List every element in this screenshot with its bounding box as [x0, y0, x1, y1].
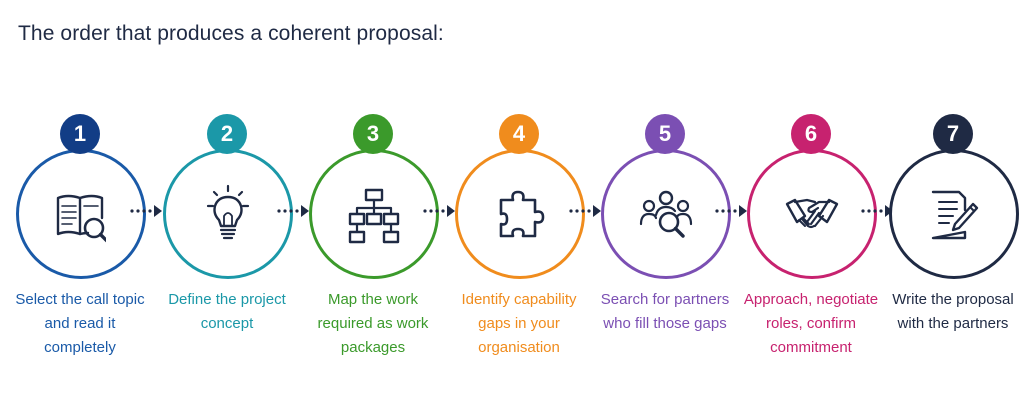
- step-4: 4 Identify capability gaps in your organ…: [448, 0, 594, 404]
- arrow-connector: [130, 205, 162, 217]
- arrow-connector: [423, 205, 455, 217]
- book-search-icon: [56, 194, 106, 243]
- step-3: 3 Map the work required as work packages: [302, 0, 448, 404]
- step-number-badge: 5: [645, 114, 685, 154]
- step-1: 1 Select the call topic and read it comp…: [9, 0, 155, 404]
- step-label: Approach, negotiate roles, confirm commi…: [743, 291, 879, 356]
- people-search-icon: [639, 190, 693, 238]
- step-circle: [747, 149, 877, 279]
- step-2: 2 Define the project concept: [156, 0, 302, 404]
- step-circle: [309, 149, 439, 279]
- step-label: Define the project concept: [168, 291, 286, 332]
- arrow-connector: [715, 205, 747, 217]
- lightbulb-icon: [206, 184, 250, 240]
- step-circle: [889, 149, 1019, 279]
- step-number-badge: 3: [353, 114, 393, 154]
- arrow-connector: [277, 205, 309, 217]
- step-number-badge: 1: [60, 114, 100, 154]
- step-5: 5 Search for partners who fill those gap…: [594, 0, 740, 404]
- flowchart-icon: [348, 188, 400, 244]
- step-number-badge: 2: [207, 114, 247, 154]
- step-circle: [455, 149, 585, 279]
- step-circle: [601, 149, 731, 279]
- step-label: Search for partners who fill those gaps: [600, 291, 730, 332]
- step-circle: [16, 149, 146, 279]
- step-number-badge: 6: [791, 114, 831, 154]
- step-number-badge: 7: [933, 114, 973, 154]
- document-pen-icon: [931, 190, 979, 240]
- puzzle-icon: [499, 190, 545, 238]
- page-title: The order that produces a coherent propo…: [18, 22, 444, 45]
- step-label: Write the proposal with the partners: [892, 291, 1014, 332]
- step-6: 6 Approach, negotiate roles, confirm com…: [740, 0, 886, 404]
- handshake-icon: [785, 198, 839, 229]
- step-circle: [163, 149, 293, 279]
- step-label: Identify capability gaps in your organis…: [461, 291, 577, 356]
- step-label: Select the call topic and read it comple…: [15, 291, 145, 356]
- arrow-connector: [569, 205, 601, 217]
- step-number-badge: 4: [499, 114, 539, 154]
- step-label: Map the work required as work packages: [317, 291, 429, 356]
- step-7: 7 Write the proposal with the partners: [882, 0, 1024, 404]
